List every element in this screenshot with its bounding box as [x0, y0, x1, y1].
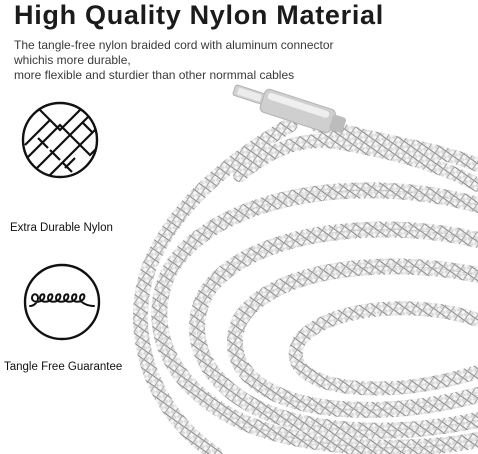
description-line: The tangle-free nylon braided cord with …: [14, 38, 334, 52]
page-title: High Quality Nylon Material: [14, 0, 384, 30]
description-line: whichis more durable,: [14, 53, 131, 67]
description: The tangle-free nylon braided cord with …: [14, 38, 334, 83]
braided-weave-icon: [21, 101, 99, 179]
feature-label-durable: Extra Durable Nylon: [10, 222, 113, 234]
feature-label-tangle-free: Tangle Free Guarantee: [4, 361, 123, 373]
connector-head: [232, 84, 347, 133]
description-line: more flexible and sturdier than other no…: [14, 68, 295, 82]
coil-loops-icon: [23, 263, 101, 341]
